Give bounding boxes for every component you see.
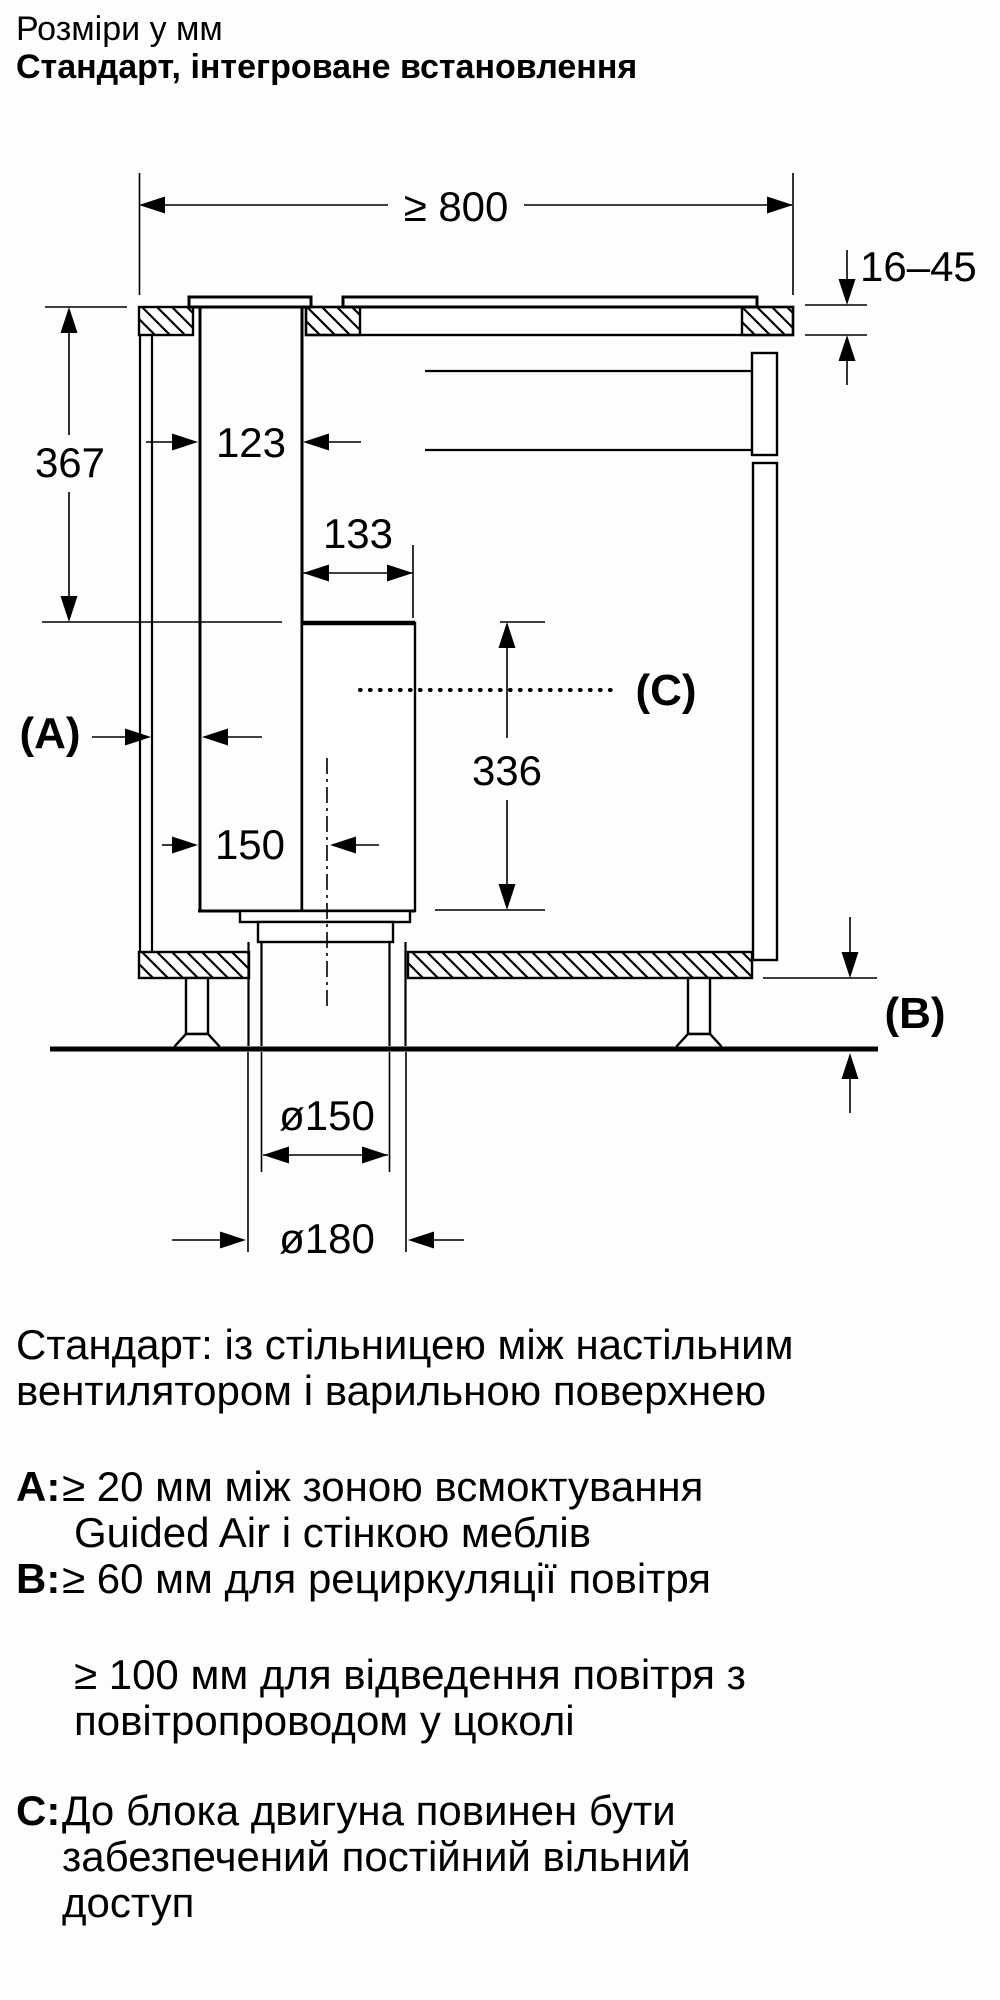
arrowhead-right-icon	[172, 836, 198, 854]
label-a: (A)	[19, 709, 80, 758]
dim-motor-width-133: 133	[303, 510, 414, 618]
dim-133-label: 133	[323, 510, 393, 557]
note-key-c: C:	[16, 1787, 61, 1834]
countertop-middle-hatch	[304, 305, 362, 337]
arrowhead-up-icon	[498, 622, 516, 648]
note-c-line3: доступ	[62, 1879, 195, 1926]
note-content-b2: ≥ 100 мм для відведення повітря з повітр…	[62, 1652, 984, 1744]
arrowhead-left-icon	[408, 1231, 434, 1249]
vent-top-plate	[187, 295, 313, 309]
page-subtitle: Стандарт, інтегроване встановлення	[16, 48, 638, 86]
right-leg-foot	[675, 1032, 723, 1050]
arrowhead-left-icon	[263, 1146, 289, 1164]
dim-123-label: 123	[216, 419, 286, 466]
countertop-strip	[304, 305, 795, 337]
countertop-left-hatch	[137, 305, 195, 337]
arrowhead-left-icon	[330, 836, 356, 854]
motor-block	[300, 621, 417, 913]
dim-pipe-outer-180: ø180	[172, 1052, 464, 1262]
arrowhead-up-icon	[60, 307, 78, 333]
outlet-collar-lower	[256, 920, 395, 944]
right-wall-upper	[750, 351, 779, 457]
right-wall-lower	[751, 461, 779, 962]
countertop-section	[137, 295, 795, 337]
note-item-a: A: ≥ 20 мм між зоною всмоктування Guided…	[16, 1464, 984, 1556]
dim-duct-width-123: 123	[146, 419, 361, 466]
note-content-c: До блока двигуна повинен бути забезпечен…	[62, 1788, 984, 1926]
note-a-line1: ≥ 20 мм між зоною всмоктування	[62, 1463, 704, 1510]
plinth-right-hatch	[406, 950, 754, 980]
note-b-line1: ≥ 60 мм для рециркуляції повітря	[62, 1555, 712, 1602]
arrowhead-left-icon	[303, 564, 329, 582]
note-item-b2: ≥ 100 мм для відведення повітря з повітр…	[16, 1652, 984, 1744]
note-item-c: C: До блока двигуна повинен бути забезпе…	[16, 1788, 984, 1926]
note-c-line1: До блока двигуна повинен бути	[62, 1787, 676, 1834]
dim-thickness-label: 16–45	[860, 243, 977, 290]
downdraft-unit	[198, 307, 417, 1046]
note-key-a: A:	[16, 1463, 61, 1510]
notes-block: Стандарт: із стільницею між настільним в…	[16, 1322, 984, 1926]
note-content-a: ≥ 20 мм між зоною всмоктування Guided Ai…	[62, 1464, 984, 1556]
arrowhead-right-icon	[172, 433, 198, 451]
notes-intro-line2: вентилятором і варильною поверхнею	[16, 1367, 767, 1414]
arrowhead-right-icon	[387, 564, 413, 582]
note-a-line2: Guided Air і стінкою меблів	[74, 1509, 592, 1556]
label-a-gap: (A)	[19, 709, 262, 758]
outlet-collar-upper	[238, 909, 412, 924]
note-c-line2: забезпечений постійний вільний	[62, 1833, 691, 1880]
note-b2-line2: повітропроводом у цоколі	[74, 1697, 575, 1744]
dim-d150-label: ø150	[279, 1092, 375, 1139]
arrowhead-down-icon	[60, 596, 78, 622]
left-leg-foot	[173, 1032, 221, 1050]
page-title: Розміри у мм	[16, 10, 223, 48]
dim-pipe-inner-150: ø150	[260, 1052, 391, 1172]
arrowhead-left-icon	[139, 196, 165, 214]
arrowhead-right-icon	[767, 196, 793, 214]
arrowhead-left-icon	[202, 728, 228, 746]
left-leg	[184, 976, 210, 1036]
dim-width-label: ≥ 800	[404, 183, 509, 230]
arrowhead-down-icon	[498, 884, 516, 910]
label-c: (C)	[635, 666, 696, 715]
note-key-b2	[16, 1652, 62, 1744]
countertop-right-hatch	[740, 305, 795, 337]
dim-width-800: ≥ 800	[138, 173, 794, 295]
notes-intro-line1: Стандарт: із стільницею між настільним	[16, 1321, 794, 1368]
arrowhead-left-icon	[303, 433, 329, 451]
arrowhead-down-icon	[841, 952, 859, 978]
arrowhead-down-icon	[838, 279, 856, 305]
dim-motor-height-336: 336	[435, 621, 545, 911]
dim-height-367: 367	[35, 306, 282, 623]
plinth-and-floor	[50, 950, 878, 1052]
dim-center-offset-150: 150	[162, 821, 379, 868]
label-b: (B)	[884, 989, 945, 1038]
label-b-clearance: (B)	[763, 917, 946, 1113]
arrowhead-right-icon	[362, 1146, 388, 1164]
dim-d180-label: ø180	[279, 1215, 375, 1262]
note-b2-line1: ≥ 100 мм для відведення повітря з	[74, 1651, 746, 1698]
dim-336-label: 336	[472, 747, 542, 794]
right-leg	[686, 976, 712, 1036]
dim-150-label: 150	[215, 821, 285, 868]
plinth-left-hatch	[137, 950, 251, 980]
arrowhead-right-icon	[220, 1231, 246, 1249]
cooktop-glass-plate	[341, 295, 759, 309]
label-c-leader: (C)	[358, 666, 697, 715]
cabinet-walls	[138, 335, 779, 962]
arrowhead-right-icon	[125, 728, 151, 746]
dim-counter-thickness-16-45: 16–45	[805, 243, 977, 385]
note-key-b: B:	[16, 1555, 61, 1602]
arrowhead-up-icon	[838, 335, 856, 361]
arrowhead-up-icon	[841, 1053, 859, 1079]
note-item-b: B: ≥ 60 мм для рециркуляції повітря	[16, 1556, 984, 1602]
dim-367-label: 367	[35, 439, 105, 486]
note-content-b: ≥ 60 мм для рециркуляції повітря	[62, 1556, 984, 1602]
notes-intro: Стандарт: із стільницею між настільним в…	[16, 1322, 984, 1414]
